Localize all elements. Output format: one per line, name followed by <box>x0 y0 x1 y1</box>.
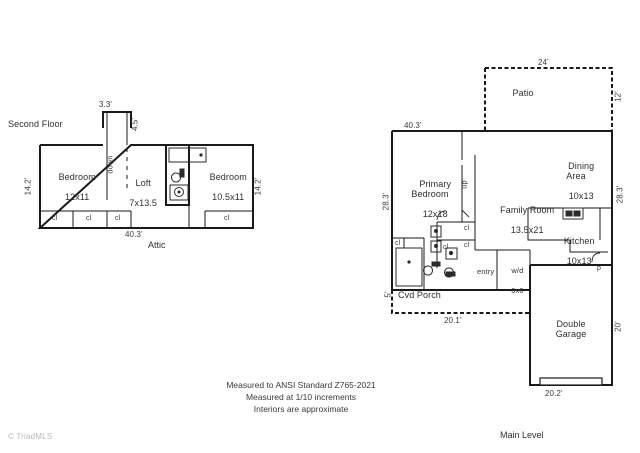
main-level-toilet-2-tank <box>445 271 456 277</box>
main-level-stair-arrow <box>461 209 470 218</box>
second-floor-sink-drain <box>177 190 181 194</box>
second-floor-tub-drain <box>199 153 203 157</box>
main-level-shower <box>395 247 423 287</box>
room-label-loft: Loft 7x13.5 <box>111 168 165 218</box>
watermark-triadmls: © TriadMLS <box>8 432 53 441</box>
second-floor-dim-left: 14.2' <box>23 177 33 196</box>
main-level-dim-garage-bottom: 20.2' <box>545 389 563 398</box>
second-floor-closet-2: cl <box>86 215 92 222</box>
bedroom-2-name: Bedroom <box>209 172 247 182</box>
main-level-dim-porch-bottom: 20.1' <box>444 316 462 325</box>
second-floor-sublabel: Attic <box>148 240 166 250</box>
main-level-vanity-3-basin <box>448 250 454 256</box>
second-floor-closet-3: cl <box>115 215 121 222</box>
main-level-dim-patio-right: 12' <box>613 91 623 102</box>
main-level-vanity-2 <box>430 240 442 253</box>
main-level-closet-1: cl <box>395 240 401 247</box>
room-label-primary-bedroom: Primary Bedroom 12x18 <box>398 169 462 229</box>
main-level-dim-right: 28.3' <box>615 185 625 204</box>
second-floor-tub <box>168 147 207 163</box>
kitchen-sink <box>562 207 584 220</box>
second-floor-closet-1: cl <box>52 215 58 222</box>
main-level-title: Main Level <box>500 430 544 440</box>
main-level-vanity-1 <box>430 225 442 238</box>
pantry-label: p <box>597 265 601 272</box>
room-label-dining-area: Dining Area 10x13 <box>547 151 605 211</box>
kitchen-name: Kitchen <box>563 236 595 246</box>
bedroom-1-name: Bedroom <box>58 172 96 182</box>
main-level-vanity-3 <box>445 247 458 260</box>
kitchen-size: 10x13 <box>566 256 592 266</box>
dining-area-name: Dining Area <box>566 161 595 181</box>
bedroom-2-size: 10.5x11 <box>212 192 245 202</box>
second-floor-vanity <box>169 184 189 201</box>
garage-door <box>539 377 603 386</box>
second-floor-toilet-tank <box>179 168 185 178</box>
main-level-vanity-2-basin <box>434 244 438 248</box>
room-label-laundry: w/d 6x6 <box>500 256 526 306</box>
loft-size: 7x13.5 <box>129 198 158 208</box>
main-level-toilet-2-bowl <box>444 267 454 278</box>
room-label-bedroom-1: Bedroom 12x11 <box>36 162 108 212</box>
entry-label: entry <box>477 267 495 276</box>
main-level-dim-garage-right: 20' <box>613 321 623 332</box>
second-floor-closet-4: cl <box>224 215 230 222</box>
second-floor-dim-dormer-side: 4.5' <box>130 117 140 132</box>
main-level-shower-drain <box>407 260 411 264</box>
second-floor-dim-dormer-top: 3.3' <box>99 100 113 109</box>
main-level-dim-porch-left: 5' <box>383 291 393 298</box>
measurement-disclaimer: Measured to ANSI Standard Z765-2021 Meas… <box>226 380 376 414</box>
second-floor-stair-label: down <box>105 155 115 174</box>
bedroom-1-size: 12x11 <box>65 192 90 202</box>
main-level-dim-patio-top: 24' <box>538 58 549 67</box>
kitchen-sink-bowl-right <box>573 210 581 217</box>
dining-area-size: 10x13 <box>568 191 594 201</box>
family-room-name: Family Room <box>500 205 555 215</box>
pantry-door-swing <box>591 252 601 263</box>
second-floor-toilet-bowl <box>171 172 181 183</box>
main-level-closet-3: cl <box>464 242 470 249</box>
main-level-dim-left: 28.3' <box>381 192 391 211</box>
room-label-kitchen: Kitchen 10x13 <box>545 226 603 276</box>
second-floor-dim-right: 14.2' <box>253 177 263 196</box>
loft-name: Loft <box>135 178 151 188</box>
main-level-patio-outline <box>485 67 613 132</box>
main-level-covered-porch-outline <box>391 290 531 314</box>
room-label-family-room: Family Room 13.5x21 <box>483 195 561 245</box>
main-level-toilet-1-tank <box>431 261 441 267</box>
main-level-toilet-1-bowl <box>423 265 433 276</box>
main-level-closet-2: cl <box>464 225 470 232</box>
second-floor-dim-bottom: 40.3' <box>125 230 143 239</box>
room-label-garage: Double Garage <box>555 319 587 339</box>
main-level-door-swing-hall <box>436 210 447 221</box>
primary-bedroom-size: 12x18 <box>422 209 448 219</box>
main-level-kitchen-counter-bottom <box>569 240 608 253</box>
second-floor-dormer-wall <box>102 111 132 128</box>
primary-bedroom-name: Primary Bedroom <box>411 179 452 199</box>
second-floor-sink-basin <box>174 187 184 197</box>
main-level-dim-top: 40.3' <box>404 121 422 130</box>
room-label-bedroom-2: Bedroom 10.5x11 <box>190 162 256 212</box>
main-level-closet-4: cl <box>443 244 449 251</box>
kitchen-sink-bowl-left <box>565 210 573 217</box>
main-level-stair-label: up <box>459 180 469 189</box>
main-level-vanity-1-basin <box>434 229 438 233</box>
room-label-patio: Patio <box>512 88 534 98</box>
main-level-kitchen-counter-left <box>527 208 570 241</box>
laundry-name: w/d <box>511 266 524 275</box>
family-room-size: 13.5x21 <box>510 225 544 235</box>
laundry-size: 6x6 <box>511 286 524 295</box>
second-floor-title: Second Floor <box>8 119 63 129</box>
room-label-covered-porch: Cvd Porch <box>398 290 441 300</box>
